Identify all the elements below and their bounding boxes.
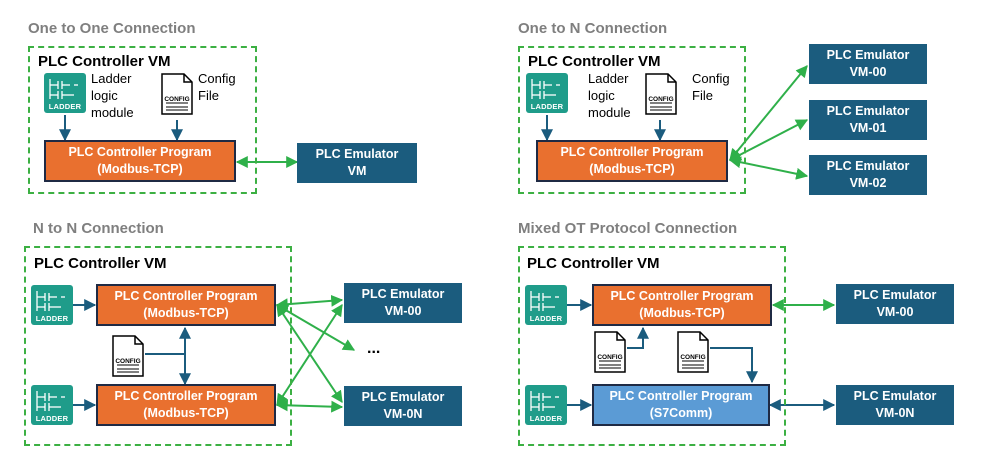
config-file-icon: CONFIG — [160, 72, 194, 115]
plc-controller-program: PLC Controller Program(Modbus-TCP) — [44, 140, 236, 182]
config-file-icon: CONFIG — [593, 330, 627, 373]
vm-title: PLC Controller VM — [527, 255, 660, 272]
plc-controller-program-2: PLC Controller Program(Modbus-TCP) — [96, 384, 276, 426]
ladder-badge: LADDER — [529, 314, 563, 323]
arrow-config2-to-program2 — [710, 347, 758, 384]
ladder-icon: LADDER — [526, 73, 568, 113]
arrow-p2-e00 — [276, 303, 343, 407]
config-file-icon: CONFIG — [111, 334, 145, 377]
section-title-n-to-n: N to N Connection — [33, 220, 164, 237]
plc-controller-vm-box — [28, 46, 257, 194]
ladder-badge: LADDER — [35, 414, 69, 423]
ladder-icon: LADDER — [525, 285, 567, 325]
ellipsis: ... — [367, 340, 381, 357]
plc-controller-program-s7comm: PLC Controller Program(S7Comm) — [592, 384, 770, 426]
ladder-icon: LADDER — [31, 385, 73, 425]
config-badge: CONFIG — [115, 358, 141, 365]
plc-controller-program: PLC Controller Program(Modbus-TCP) — [536, 140, 728, 182]
plc-controller-program-1: PLC Controller Program(Modbus-TCP) — [96, 284, 276, 326]
ladder-icon: LADDER — [31, 285, 73, 325]
ladder-badge: LADDER — [529, 414, 563, 423]
section-title-one-to-n: One to N Connection — [518, 20, 668, 37]
arrow-program-emulator-01 — [728, 119, 809, 161]
plc-controller-vm-box — [518, 246, 786, 446]
config-file-icon: CONFIG — [644, 72, 678, 115]
section-title-mixed: Mixed OT Protocol Connection — [518, 220, 738, 237]
config-badge: CONFIG — [164, 96, 190, 103]
plc-controller-program-modbus: PLC Controller Program(Modbus-TCP) — [592, 284, 772, 326]
config-badge: CONFIG — [648, 96, 674, 103]
arrow-config1-to-program1 — [627, 326, 649, 349]
ladder-badge: LADDER — [35, 314, 69, 323]
vm-title: PLC Controller VM — [38, 53, 171, 70]
config-badge: CONFIG — [680, 354, 706, 361]
config-file-icon: CONFIG — [676, 330, 710, 373]
ladder-icon: LADDER — [525, 385, 567, 425]
plc-controller-vm-box — [518, 46, 746, 194]
ladder-icon: LADDER — [44, 73, 86, 113]
arrow-p2-e0n — [275, 399, 344, 413]
arrow-program-emulator-02 — [728, 156, 809, 180]
ladder-badge: LADDER — [48, 102, 82, 111]
section-title-one-to-one: One to One Connection — [28, 20, 196, 37]
plc-controller-vm-box — [24, 246, 292, 446]
config-badge: CONFIG — [597, 354, 623, 361]
ladder-badge: LADDER — [530, 102, 564, 111]
vm-title: PLC Controller VM — [528, 53, 661, 70]
vm-title: PLC Controller VM — [34, 255, 167, 272]
